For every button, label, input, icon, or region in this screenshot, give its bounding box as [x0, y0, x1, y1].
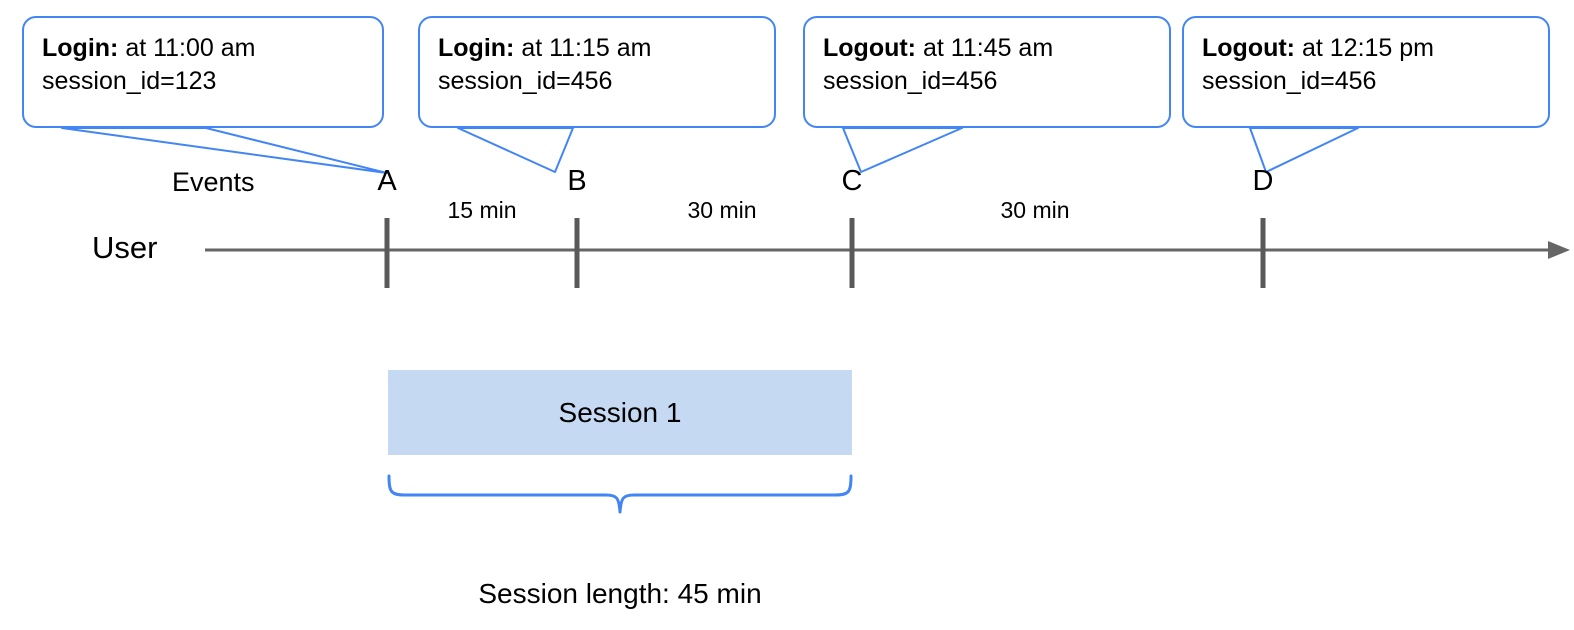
callout-d-event: Logout: — [1202, 34, 1296, 62]
callout-a-event: Login: — [42, 34, 119, 62]
interval-label-bc: 30 min — [687, 197, 757, 223]
callout-b-session: session_id=456 — [438, 67, 613, 95]
callout-d-session: session_id=456 — [1202, 67, 1377, 95]
session-bar: Session 1 — [388, 370, 852, 455]
session-brace — [387, 474, 853, 514]
interval-label-ab: 15 min — [447, 197, 517, 223]
callout-a-time: at 11:00 am — [125, 34, 256, 62]
callout-d-time: at 12:15 pm — [1301, 34, 1434, 62]
marker-label-b: B — [567, 165, 587, 197]
callout-bubble-c: Logout: at 11:45 am session_id=456 — [803, 16, 1171, 128]
callout-b-line1: Login: at 11:15 am — [438, 32, 756, 65]
callout-bubble-d: Logout: at 12:15 pm session_id=456 — [1182, 16, 1550, 128]
callout-c-line1: Logout: at 11:45 am — [823, 32, 1151, 65]
callout-c-session: session_id=456 — [823, 67, 998, 95]
callout-b-event: Login: — [438, 34, 515, 62]
events-row-label: Events — [172, 167, 255, 197]
callout-c-event: Logout: — [823, 34, 917, 62]
marker-label-d: D — [1252, 165, 1274, 197]
session-length-caption: Session length: 45 min — [478, 578, 762, 609]
callout-b-time: at 11:15 am — [521, 34, 652, 62]
callout-d-line1: Logout: at 12:15 pm — [1202, 32, 1530, 65]
callout-a-line1: Login: at 11:00 am — [42, 32, 364, 65]
callout-bubble-b: Login: at 11:15 am session_id=456 — [418, 16, 776, 128]
marker-label-c: C — [841, 165, 863, 197]
callout-a-session: session_id=123 — [42, 67, 217, 95]
callout-bubble-a: Login: at 11:00 am session_id=123 — [22, 16, 384, 128]
callout-tail-b — [457, 127, 574, 173]
callout-c-time: at 11:45 am — [922, 34, 1054, 62]
session-bar-label: Session 1 — [558, 396, 682, 428]
timeline-arrowhead — [1548, 241, 1570, 259]
user-row-label: User — [92, 230, 158, 265]
interval-label-cd: 30 min — [1000, 197, 1070, 223]
marker-label-a: A — [377, 165, 397, 197]
